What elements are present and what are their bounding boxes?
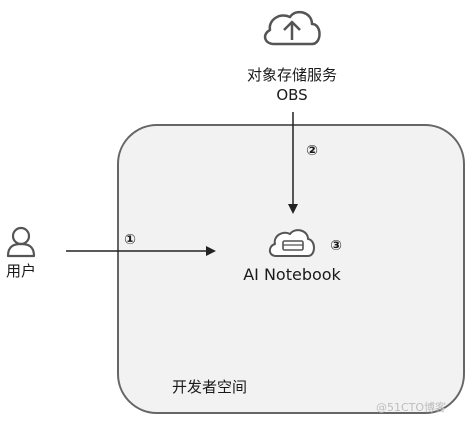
user-label: 用户: [6, 262, 37, 280]
ai-notebook-label: AI Notebook: [243, 265, 341, 284]
step-1-marker: ①: [124, 232, 136, 248]
obs-short-label: OBS: [276, 86, 308, 104]
user-icon: [6, 226, 36, 258]
developer-workspace-box: [117, 124, 465, 414]
developer-workspace-label: 开发者空间: [172, 378, 248, 396]
step-2-marker: ②: [306, 143, 318, 159]
obs-service-label: 对象存储服务: [246, 66, 338, 84]
step-3-marker: ③: [330, 238, 342, 254]
cloud-storage-icon: [268, 229, 315, 257]
watermark-text: @51CTO博客: [376, 401, 447, 414]
cloud-upload-icon: [263, 10, 321, 46]
